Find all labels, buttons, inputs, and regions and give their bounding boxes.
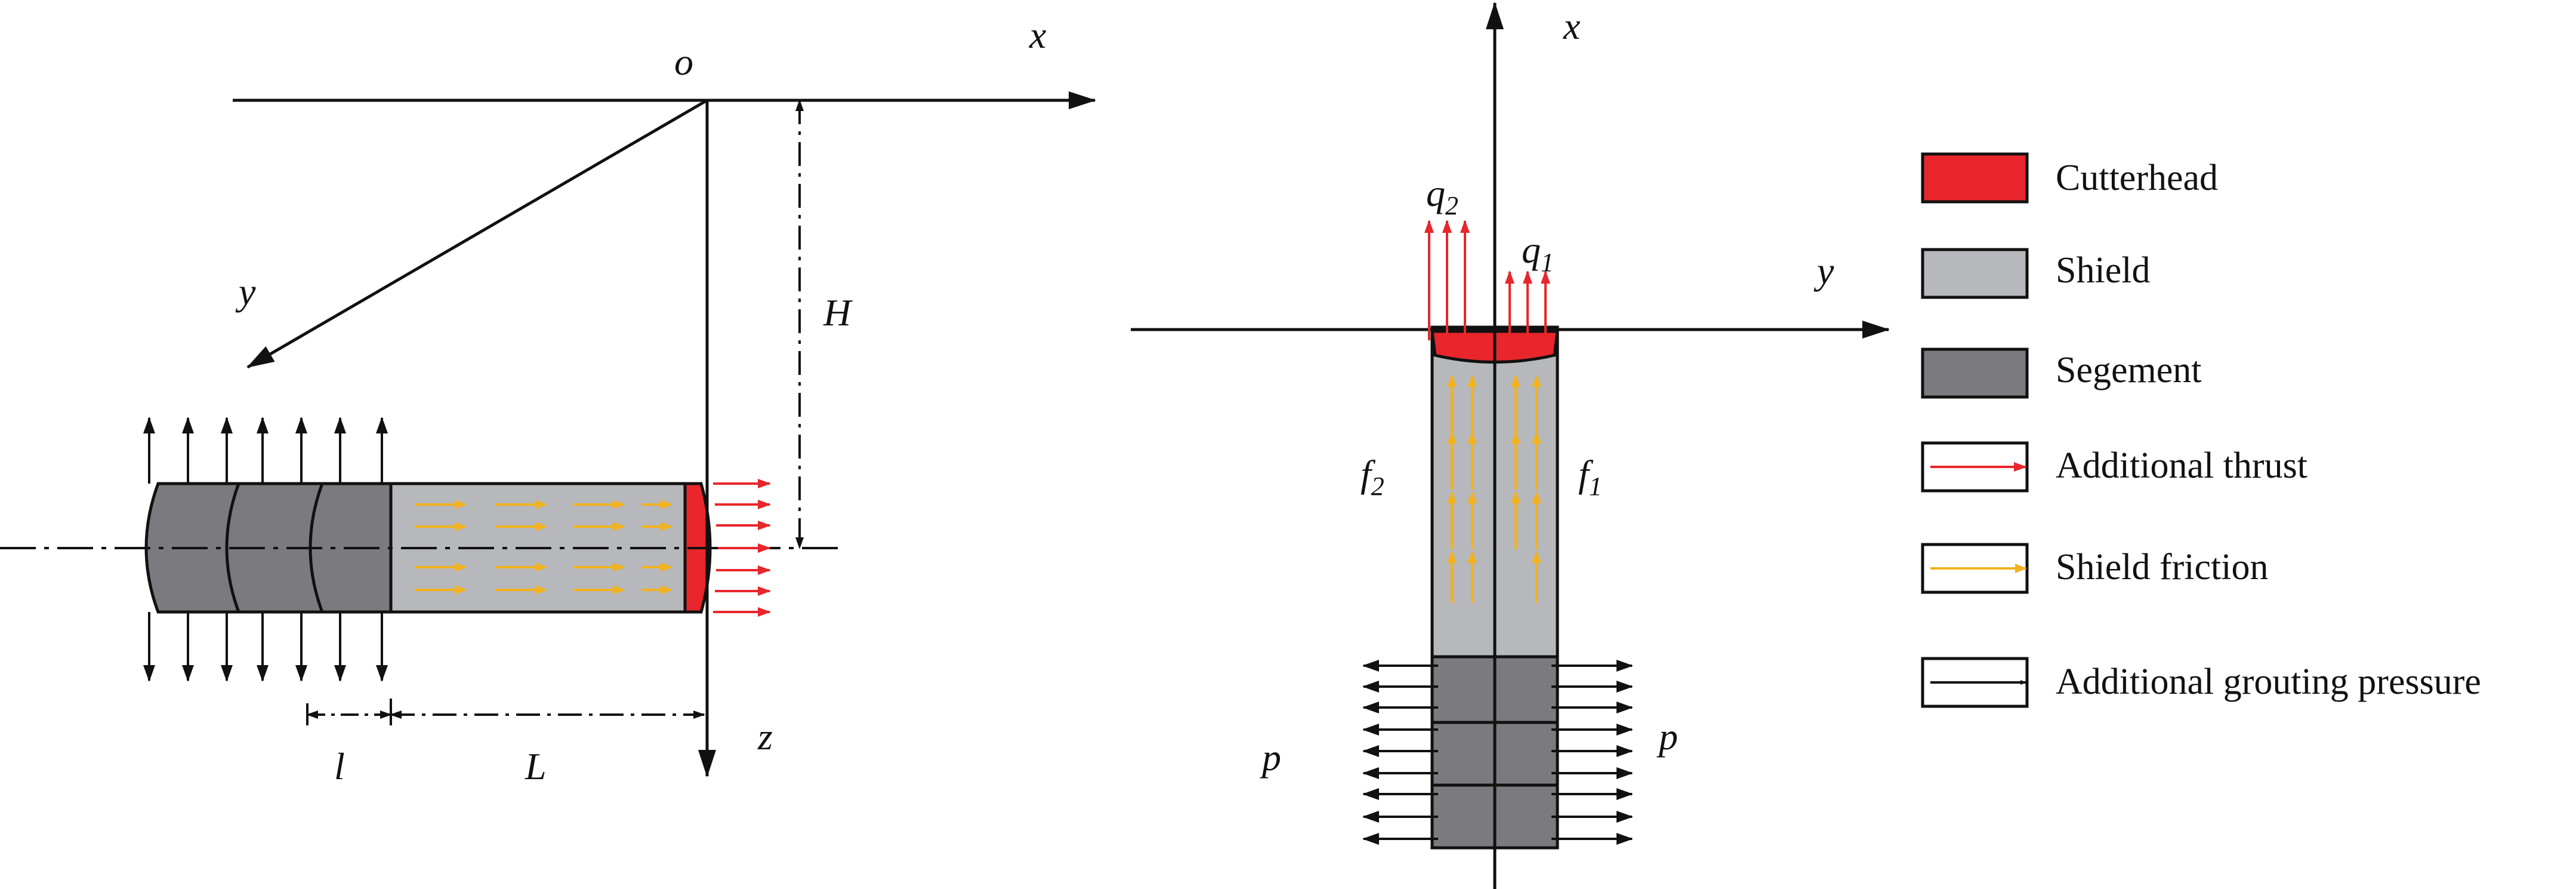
legend-item-segment: Segement xyxy=(1921,347,2202,399)
legend-swatch-shield xyxy=(1921,248,2029,299)
length-dimensions xyxy=(306,699,705,725)
legend-item-thrust: Additional thrust xyxy=(1921,441,2307,493)
left-view: o x y z H l L xyxy=(0,14,1096,788)
legend-item-grouting: Additional grouting pressure xyxy=(1921,657,2481,708)
friction-arrows-front xyxy=(1447,375,1541,603)
legend-item-cutterhead: Cutterhead xyxy=(1921,152,2218,204)
segment-length-label: l xyxy=(334,745,345,788)
grouting-arrows-top xyxy=(143,417,388,484)
legend-item-shield: Shield xyxy=(1921,248,2150,299)
legend-label: Additional grouting pressure xyxy=(2056,662,2481,702)
f1-label: f1 xyxy=(1578,453,1602,501)
q1-label: q1 xyxy=(1522,229,1554,277)
legend-label: Shield xyxy=(2056,250,2150,291)
legend-label: Shield friction xyxy=(2056,547,2268,587)
legend-swatch-segment xyxy=(1921,347,2029,399)
shield-length-label: L xyxy=(525,745,547,788)
f2-label: f2 xyxy=(1361,453,1384,501)
thrust-arrows-front xyxy=(1424,220,1550,340)
legend-label: Cutterhead xyxy=(2056,158,2218,198)
legend-label: Additional thrust xyxy=(2056,445,2307,486)
y-axis-label-left: y xyxy=(235,270,256,313)
left-axes xyxy=(233,91,1096,777)
legend: Cutterhead Shield Segement Additional th… xyxy=(1921,152,2481,708)
grouting-arrows-bottom xyxy=(143,612,388,682)
origin-label: o xyxy=(674,41,693,83)
x-axis-label-left: x xyxy=(1029,14,1046,56)
y-axis-left xyxy=(246,99,708,369)
grouting-arrows-front xyxy=(1362,660,1633,845)
x-axis-label-right: x xyxy=(1563,5,1580,47)
p-label-left: p xyxy=(1260,736,1281,779)
friction-arrows-side xyxy=(415,500,672,595)
q2-label: q2 xyxy=(1426,172,1458,220)
p-label-right: p xyxy=(1656,715,1678,758)
z-axis-label-left: z xyxy=(757,715,773,758)
legend-label: Segement xyxy=(2056,350,2202,390)
legend-swatch-cutterhead xyxy=(1921,152,2029,204)
thrust-arrows-side xyxy=(713,479,771,617)
legend-item-friction: Shield friction xyxy=(1921,543,2268,594)
right-view: x y q2 q1 f2 f1 p p xyxy=(1131,2,1890,889)
depth-label: H xyxy=(823,291,853,334)
y-axis-label-right: y xyxy=(1813,250,1834,292)
